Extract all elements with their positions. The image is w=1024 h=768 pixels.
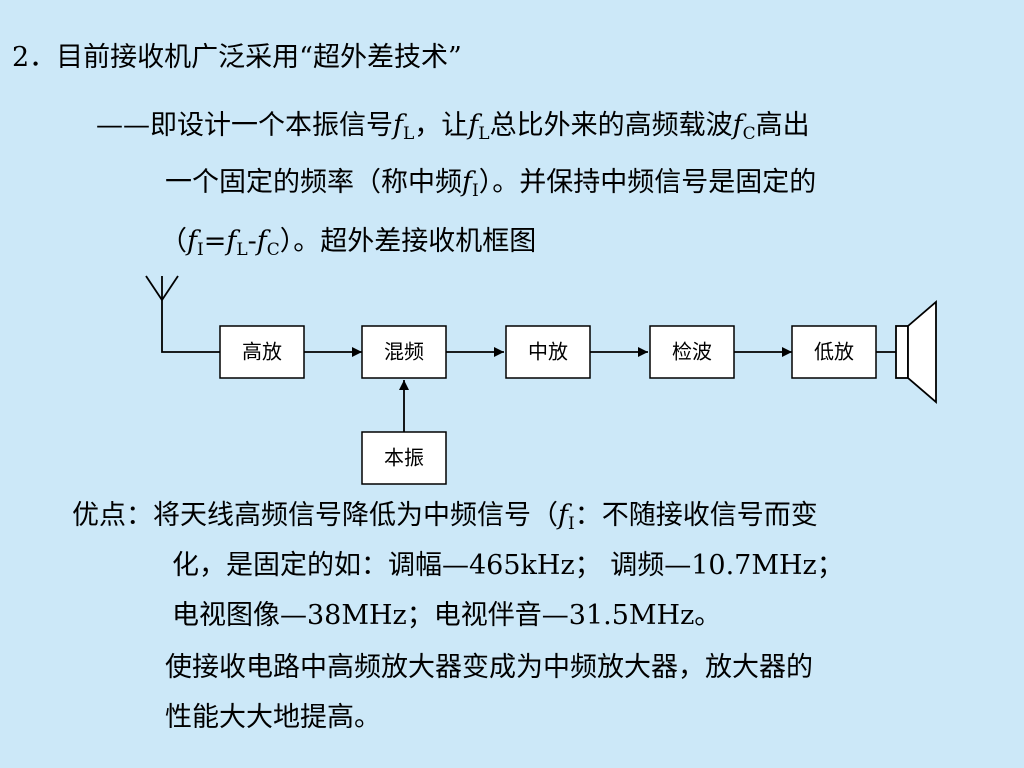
subscript-c: C (266, 240, 280, 260)
symbol-f: f (187, 226, 197, 257)
advantage-line-4: 使接收电路中高频放大器变成为中频放大器，放大器的 (165, 652, 813, 684)
block-label: 检波 (672, 340, 712, 364)
advantage-text: 使接收电路中高频放大器变成为中频放大器，放大器的 (165, 652, 813, 683)
desc-text: ）。超外差接收机框图 (279, 226, 537, 257)
subscript-l: L (403, 124, 415, 144)
block-rf-amp: 高放 (219, 325, 305, 379)
desc-text: ）。并保持中频信号是固定的 (478, 167, 817, 198)
desc-line-2: 一个固定的频率（称中频fI）。并保持中频信号是固定的 (165, 167, 817, 201)
desc-text: ，让 (414, 110, 469, 141)
symbol-f: f (732, 110, 743, 141)
subscript-l: L (478, 124, 490, 144)
desc-text: 高出 (755, 110, 810, 141)
block-label: 混频 (384, 340, 424, 364)
advantage-text: 电视图像—38MHz；电视伴音—31.5MHz。 (172, 600, 722, 631)
heading-text: 2．目前接收机广泛采用“超外差技术” (12, 42, 462, 73)
desc-line-3: （fI=fL-fC）。超外差接收机框图 (160, 226, 537, 260)
block-if-amp: 中放 (505, 325, 591, 379)
advantage-text: ：不随接收信号而变 (574, 500, 818, 531)
desc-text: ——即设计一个本振信号 (96, 110, 393, 141)
desc-text: （ (160, 226, 187, 257)
symbol-f: f (558, 500, 568, 531)
block-lf-amp: 低放 (791, 325, 877, 379)
advantage-line-1: 优点：将天线高频信号降低为中频信号（fI：不随接收信号而变 (72, 500, 818, 534)
advantage-line-3: 电视图像—38MHz；电视伴音—31.5MHz。 (172, 600, 721, 632)
antenna-icon (145, 275, 220, 353)
subscript-c: C (742, 124, 756, 144)
block-label: 高放 (242, 340, 282, 364)
symbol-f: f (256, 226, 267, 257)
heading: 2．目前接收机广泛采用“超外差技术” (12, 42, 462, 74)
desc-text: 总比外来的高频载波 (489, 110, 733, 141)
subscript-l: L (236, 240, 248, 260)
advantage-text: 性能大大地提高。 (165, 702, 381, 733)
desc-text: - (247, 226, 257, 257)
desc-text: = (203, 226, 227, 257)
symbol-f: f (226, 226, 237, 257)
block-label: 中放 (528, 340, 568, 364)
advantage-text: 化，是固定的如：调幅—465kHz； 调频—10.7MHz； (172, 550, 844, 581)
symbol-f: f (468, 110, 479, 141)
advantage-text: 优点：将天线高频信号降低为中频信号（ (72, 500, 558, 531)
block-label: 低放 (814, 340, 854, 364)
advantage-line-5: 性能大大地提高。 (165, 702, 381, 734)
subscript-i: I (197, 240, 204, 260)
speaker-icon (895, 300, 937, 404)
symbol-f: f (462, 167, 472, 198)
subscript-i: I (568, 514, 575, 534)
symbol-f: f (393, 110, 403, 141)
advantage-line-2: 化，是固定的如：调幅—465kHz； 调频—10.7MHz； (172, 550, 844, 582)
desc-text: 一个固定的频率（称中频 (165, 167, 462, 198)
desc-line-1: ——即设计一个本振信号fL，让fL总比外来的高频载波fC高出 (96, 110, 810, 144)
block-detector: 检波 (649, 325, 735, 379)
subscript-i: I (472, 181, 479, 201)
block-label: 本振 (384, 446, 424, 470)
block-mixer: 混频 (361, 325, 447, 379)
block-local-osc: 本振 (361, 431, 447, 485)
